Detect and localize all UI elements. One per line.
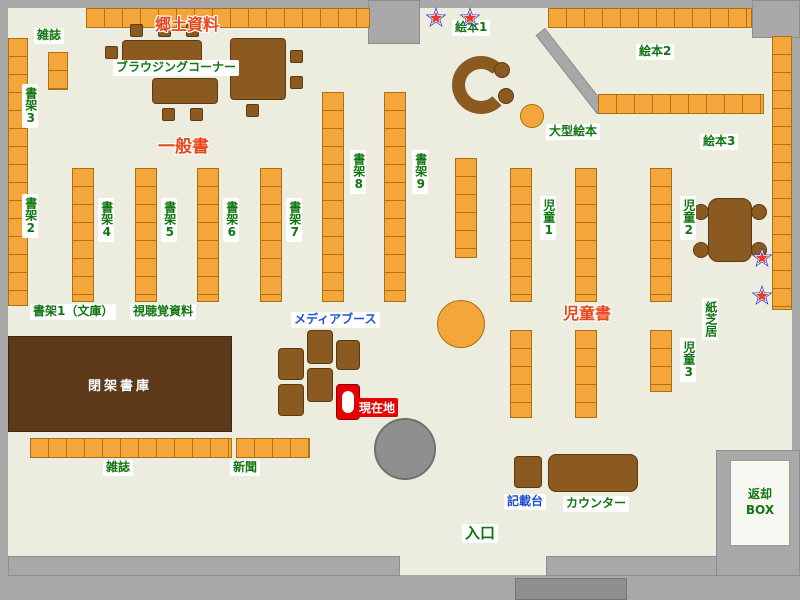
- shelf-newspapers: [236, 438, 310, 458]
- label-media-booth: メディアブース: [291, 312, 380, 328]
- media-booth: [307, 368, 333, 402]
- children-shelf-6: [650, 330, 672, 392]
- closed-stacks-room: 閉架書庫: [8, 336, 232, 432]
- stool: [693, 242, 709, 258]
- label-children1: 児童1: [540, 196, 556, 240]
- star-marker-icon: [750, 284, 774, 308]
- star-marker-icon: [424, 6, 448, 30]
- chair: [130, 24, 143, 37]
- label-shelf6: 書架6: [223, 198, 239, 242]
- star-marker-icon: [458, 6, 482, 30]
- label-children-books: 児童書: [563, 304, 612, 323]
- pillar: [374, 418, 436, 480]
- label-magazines-top: 雑誌: [34, 28, 65, 44]
- label-shelf7: 書架7: [286, 198, 302, 242]
- label-local-materials: 郷土資料: [155, 15, 220, 34]
- label-audiovisual: 視聴覚資料: [130, 304, 197, 320]
- label-picture-books3: 絵本3: [700, 134, 739, 150]
- chair: [158, 24, 171, 37]
- shelf-magazines-bottom: [30, 438, 232, 458]
- label-shelf3: 書架3: [22, 84, 38, 128]
- shelf-local-materials: [86, 8, 370, 28]
- children-shelf-5: [575, 330, 597, 418]
- label-picture-books1: 絵本1: [452, 20, 491, 36]
- bookshelf-9: [384, 92, 406, 302]
- chair: [105, 46, 118, 59]
- label-newspapers: 新聞: [230, 460, 261, 476]
- label-shelf2: 書架2: [22, 194, 38, 238]
- bookshelf-8: [322, 92, 344, 302]
- bookshelf-6: [197, 168, 219, 302]
- label-shelf1-bunko: 書架1（文庫）: [30, 304, 117, 320]
- label-shelf9: 書架9: [412, 150, 428, 194]
- label-kamishibai: 紙芝居: [702, 298, 718, 340]
- bookshelf-middle: [455, 158, 477, 258]
- children-shelf-2: [575, 168, 597, 302]
- label-shelf8: 書架8: [350, 150, 366, 194]
- current-location-marker: [342, 391, 354, 413]
- media-booth: [336, 340, 360, 370]
- label-browsing-corner: ブラウジングコーナー: [113, 60, 240, 76]
- label-counter: カウンター: [563, 496, 630, 512]
- children-table: [708, 198, 752, 262]
- label-shelf4: 書架4: [98, 198, 114, 242]
- label-children2: 児童2: [680, 196, 696, 240]
- writing-stand-desk: [514, 456, 542, 488]
- wall-bottom-dark-block: [515, 578, 627, 600]
- wall-top-right-corner: [752, 0, 800, 38]
- shelf-left-wall: [8, 38, 28, 306]
- label-picture-books2: 絵本2: [636, 44, 675, 60]
- chair: [290, 50, 303, 63]
- counter-desk: [548, 454, 638, 492]
- children-shelf-3: [650, 168, 672, 302]
- media-booth: [278, 384, 304, 416]
- wall-top-center: [368, 0, 420, 44]
- chair: [190, 108, 203, 121]
- shelf-picture-books-top: [548, 8, 752, 28]
- label-current-location: 現在地: [356, 398, 399, 417]
- media-booth: [278, 348, 304, 380]
- shelf-right-wall: [772, 36, 792, 310]
- children-shelf-1: [510, 168, 532, 302]
- label-shelf5: 書架5: [161, 198, 177, 242]
- children-shelf-4: [510, 330, 532, 418]
- closed-stacks-label: 閉架書庫: [87, 378, 152, 394]
- label-magazines-bottom: 雑誌: [103, 460, 134, 476]
- shelf-magazines-small: [48, 52, 68, 90]
- chair: [162, 108, 175, 121]
- stool: [498, 88, 514, 104]
- label-large-picture-books: 大型絵本: [546, 124, 601, 140]
- browsing-table-2: [230, 38, 286, 100]
- stool: [494, 62, 510, 78]
- label-entrance: 入口: [462, 524, 499, 544]
- bookshelf-4: [72, 168, 94, 302]
- return-box-room: 返却 BOX: [730, 460, 790, 546]
- label-children3: 児童3: [680, 338, 696, 382]
- large-picture-books-table: [520, 104, 544, 128]
- round-seat-center: [437, 300, 485, 348]
- label-writing-stand: 記載台: [504, 494, 547, 510]
- label-general-books: 一般書: [158, 137, 209, 157]
- return-box-label: 返却 BOX: [745, 487, 775, 517]
- media-booth: [307, 330, 333, 364]
- wall-bottom-left: [8, 556, 400, 576]
- chair: [246, 104, 259, 117]
- bookshelf-5: [135, 168, 157, 302]
- chair: [290, 76, 303, 89]
- shelf-picture-books-row: [598, 94, 764, 114]
- bookshelf-7: [260, 168, 282, 302]
- browsing-table-3: [152, 78, 218, 104]
- chair: [186, 24, 199, 37]
- stool: [751, 204, 767, 220]
- star-marker-icon: [750, 246, 774, 270]
